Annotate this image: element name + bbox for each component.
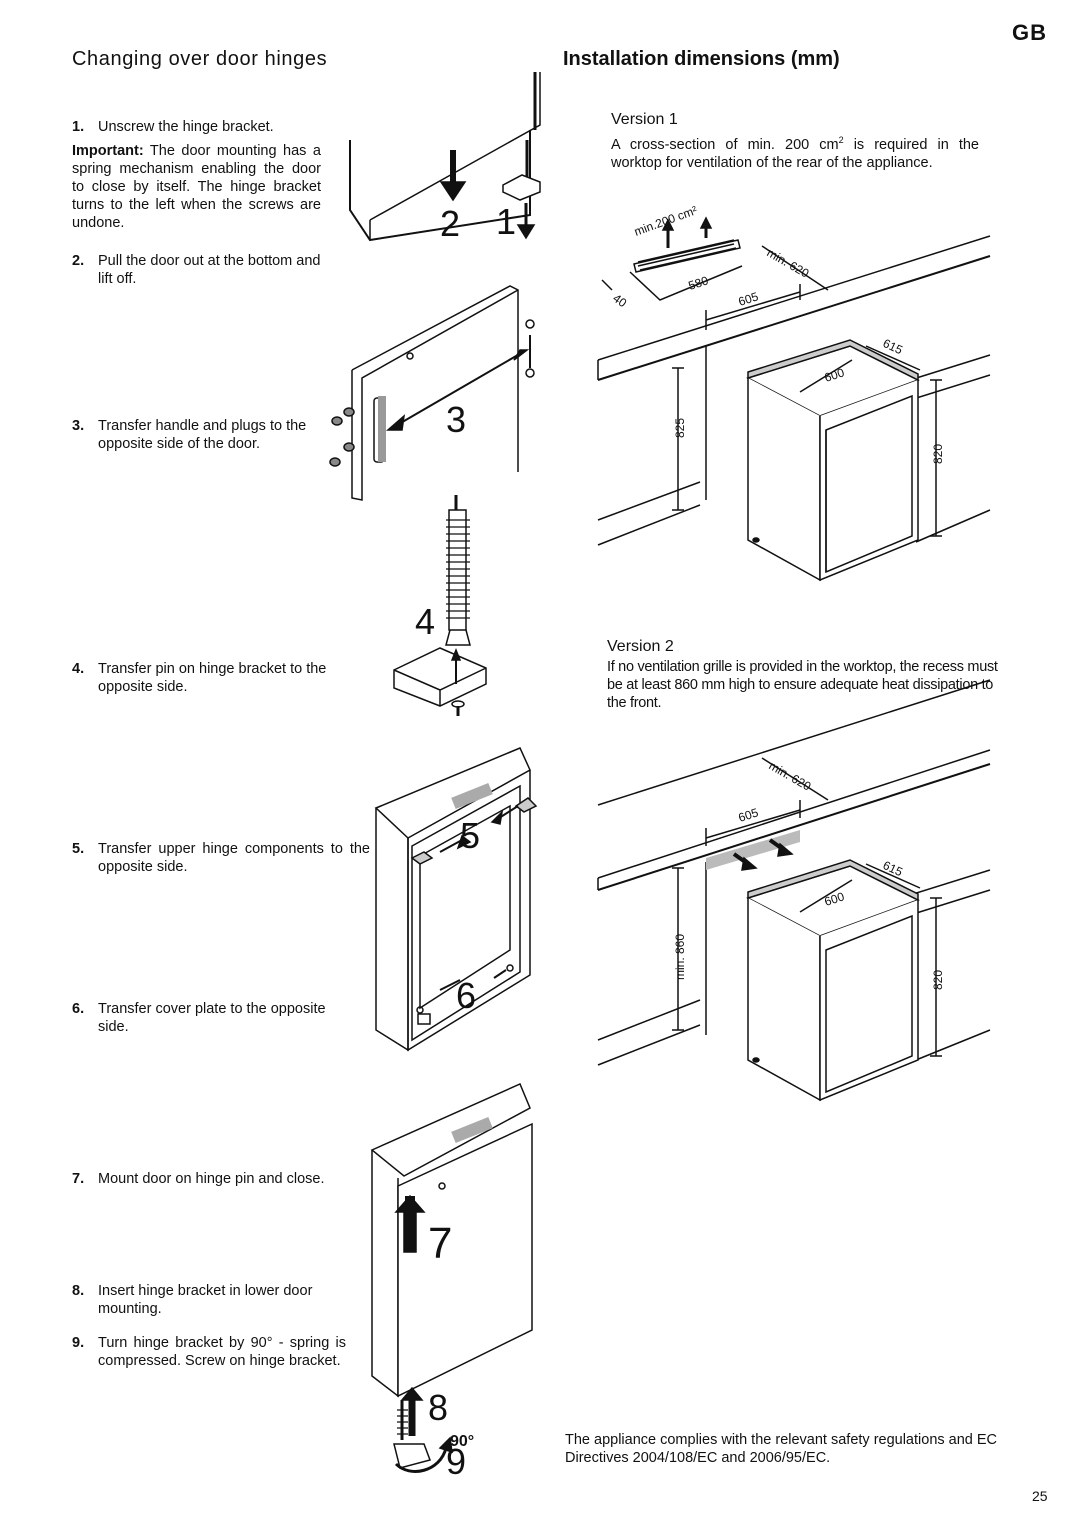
v2-dim-min-620: min. 620 [767, 758, 814, 793]
dim-820: 820 [931, 444, 945, 464]
spring-pin-illustration [393, 495, 487, 716]
step-number: 1. [72, 119, 85, 135]
handle-transfer-illustration [329, 285, 535, 501]
dim-min-620: min. 620 [765, 245, 812, 280]
version-1-title: Version 1 [611, 111, 678, 128]
step-text: Unscrew the hinge bracket. [98, 119, 274, 135]
step-5: 5. Transfer upper hinge components to th… [72, 841, 370, 875]
installation-heading: Installation dimensions (mm) [563, 48, 840, 70]
fig-number-2: 2 [440, 203, 460, 244]
fig-number-4: 4 [415, 601, 435, 642]
step-9: 9. Turn hinge bracket by 90° - spring is… [72, 1335, 346, 1369]
dim-600: 600 [823, 365, 847, 385]
dim-580: 580 [687, 273, 711, 293]
fig-number-7: 7 [428, 1219, 452, 1268]
page-number: 25 [1032, 1488, 1048, 1504]
mount-door-illustration [370, 1083, 533, 1473]
step-4: 4. Transfer pin on hinge bracket to the … [72, 661, 327, 695]
step-important: Important: The door mounting has a sprin… [72, 142, 321, 232]
important-label: Important: [72, 143, 144, 159]
dim-605: 605 [737, 289, 761, 309]
dim-825: 825 [673, 418, 687, 438]
version-2-text: If no ventilation grille is provided in … [607, 659, 998, 711]
version-2-title: Version 2 [607, 638, 674, 655]
step-8: 8. Insert hinge bracket in lower door mo… [72, 1283, 313, 1317]
v2-dim-615: 615 [881, 858, 905, 879]
v2-dim-605: 605 [737, 805, 761, 825]
fig-number-6: 6 [456, 975, 476, 1016]
fig-number-5: 5 [460, 815, 480, 856]
upper-hinge-illustration [374, 747, 538, 1052]
important-text: The door mounting has a spring mechanism… [72, 143, 321, 231]
v2-dim-600: 600 [823, 889, 847, 909]
version-1-text: A cross-section of min. 200 cm2 is requi… [611, 135, 979, 171]
version-1-diagram [597, 216, 991, 582]
fig-number-9: 9 [446, 1441, 466, 1482]
step-3: 3. Transfer handle and plugs to the oppo… [72, 418, 307, 452]
step-1: 1. Unscrew the hinge bracket. [72, 118, 332, 136]
hinge-unscrew-illustration [349, 72, 541, 242]
step-6: 6. Transfer cover plate to the opposite … [72, 1001, 326, 1035]
dim-40: 40 [610, 291, 629, 310]
step-2: 2. Pull the door out at the bottom and l… [72, 253, 321, 287]
v2-dim-min-860: min. 860 [673, 934, 687, 980]
compliance-text: The appliance complies with the relevant… [565, 1432, 998, 1466]
fig-number-8: 8 [428, 1387, 448, 1428]
dim-min-200: min.200 cm² [632, 203, 699, 239]
fig-rotation-90: 90° [450, 1433, 474, 1450]
v2-dim-820: 820 [931, 970, 945, 990]
hinges-heading: Changing over door hinges [72, 48, 328, 70]
step-7: 7. Mount door on hinge pin and close. [72, 1171, 325, 1187]
fig-number-3: 3 [446, 399, 466, 440]
fig-number-1: 1 [496, 201, 516, 242]
region-tag: GB [1012, 20, 1047, 45]
version-2-diagram [597, 679, 991, 1102]
